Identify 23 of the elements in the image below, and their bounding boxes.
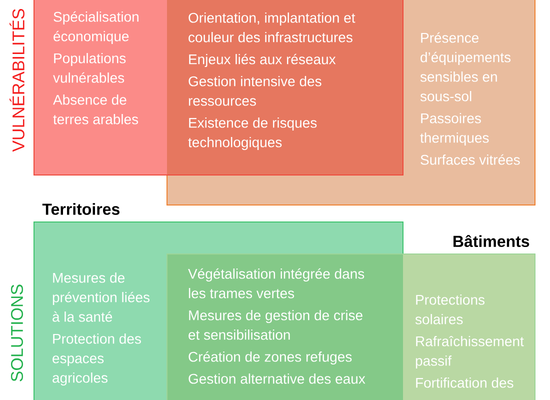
list-item: Création de zones refuges bbox=[188, 351, 352, 365]
list-item: Protections solaires bbox=[415, 294, 485, 324]
list-item: Surfaces vitrées bbox=[420, 154, 520, 165]
list-item: Végétalisation intégrée dans les trames vertes bbox=[188, 268, 364, 298]
list-item: Enjeux liés aux réseaux bbox=[189, 54, 336, 68]
list-item: Rafraîchissement passif bbox=[416, 336, 524, 369]
column-heading: Bâtiments bbox=[454, 234, 530, 248]
list-item: Passoires thermiques bbox=[420, 113, 489, 146]
list-item: Fortification des bbox=[416, 378, 514, 388]
list-item: Protection des espaces agricoles bbox=[52, 334, 141, 386]
list-item: Gestion intensive des ressources bbox=[188, 76, 322, 106]
list-item: Spécialisation économique bbox=[54, 11, 138, 44]
column-heading: Territoires bbox=[42, 203, 120, 215]
list-item: Populations vulnérables bbox=[53, 53, 126, 83]
list-item: Mesures de prévention liées à la santé bbox=[52, 272, 150, 322]
list-item: Mesures de gestion de crise et sensibilisation bbox=[188, 310, 362, 340]
overlap-region bbox=[168, 254, 403, 400]
list-item: Présence d’équipements sensibles en sous-sol bbox=[420, 32, 511, 102]
list-item: Gestion alternative des eaux bbox=[188, 374, 366, 384]
list-item: Absence de terres arables bbox=[53, 94, 138, 124]
list-item: Orientation, implantation et couleur des infrastructures bbox=[188, 12, 356, 42]
list-item: Existence de risques technologiques bbox=[188, 118, 317, 150]
overlap-region bbox=[167, 0, 402, 174]
